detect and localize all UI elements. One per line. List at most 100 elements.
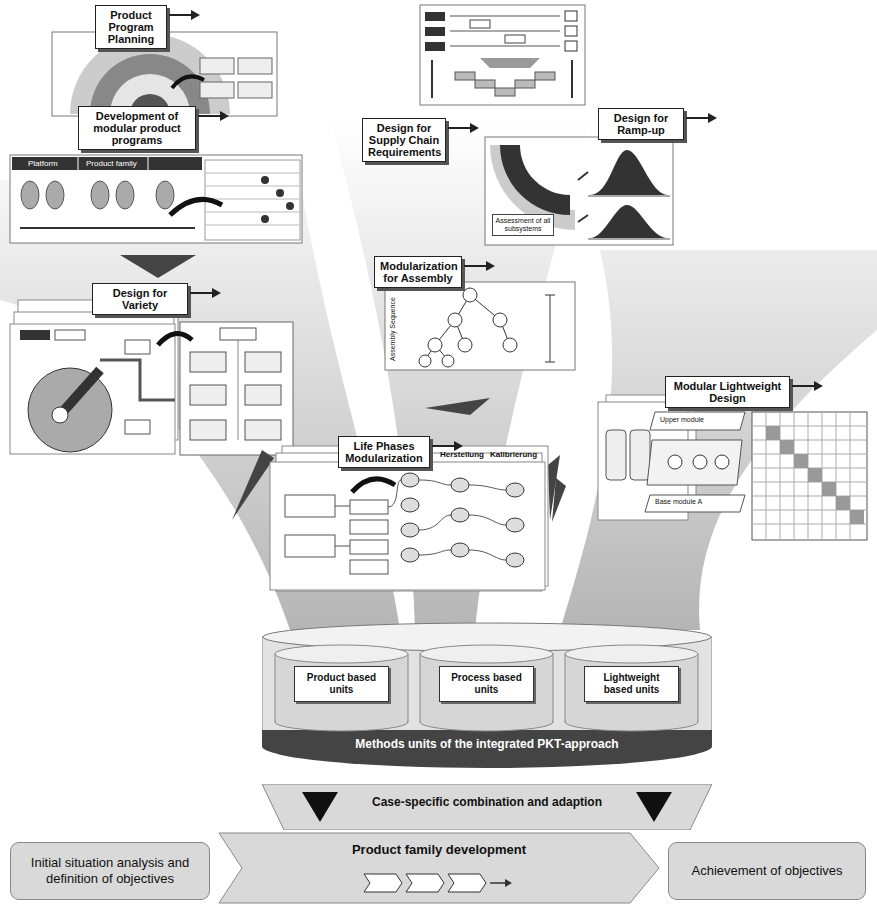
- banner-arrow: [686, 112, 718, 124]
- banner-arrow: [448, 122, 480, 134]
- illustration-rect: [495, 88, 515, 96]
- method-database: Methods units of the integrated PKT-appr…: [262, 622, 712, 772]
- node-text: Case-specific combination and adaption: [262, 784, 712, 820]
- flow-triangle: [120, 255, 196, 278]
- illustration-rect: [200, 58, 234, 74]
- arrow-head: [212, 288, 221, 298]
- illustration-path: [172, 76, 204, 88]
- banner-arrow: [792, 380, 824, 392]
- illustration-line: [545, 362, 555, 363]
- illustration-line: [238, 340, 239, 440]
- illustration-rect: [455, 72, 475, 80]
- process-chevron: Product family development: [218, 832, 660, 904]
- illustration-rect: [285, 495, 335, 517]
- illustration-path: [352, 479, 395, 492]
- unit-body: [420, 654, 553, 722]
- illustration-line: [588, 239, 670, 240]
- illustration-path: [560, 250, 877, 630]
- method-banner: Product Program Planning: [95, 5, 167, 49]
- banner-arrow: [464, 260, 496, 272]
- arrow-line: [464, 265, 487, 267]
- arrow-line: [198, 115, 221, 117]
- illustration-rect: [565, 26, 577, 36]
- illustration-polygon: [480, 58, 540, 68]
- illustration-line: [545, 295, 555, 296]
- node-text: Product Program Planning: [101, 9, 161, 45]
- flow-triangle: [552, 478, 566, 522]
- banner-arrow: [190, 287, 222, 299]
- illustration-path: [500, 145, 570, 215]
- funnel-rays: [0, 120, 877, 630]
- illustration-line: [335, 546, 350, 547]
- illustration-rect: [10, 324, 175, 454]
- down-triangle: [636, 792, 672, 822]
- illustration-line: [578, 215, 588, 222]
- illustration-circle: [442, 355, 454, 367]
- illustration-ellipse: [506, 518, 524, 532]
- illustration-rect: [808, 468, 822, 482]
- illustration-path: [590, 205, 668, 238]
- illustration-circle: [286, 202, 294, 210]
- illustration-line: [78, 157, 79, 170]
- illustration-path: [158, 334, 192, 345]
- illustration-circle: [463, 288, 477, 302]
- thumb-supply-chain: [420, 5, 585, 105]
- illustration-path: [650, 412, 745, 430]
- illustration-line: [335, 506, 350, 507]
- illustration-rect: [470, 20, 490, 28]
- arrow-head: [814, 381, 823, 391]
- illustration-rect: [190, 352, 226, 372]
- illustration-ellipse: [46, 181, 64, 209]
- illustration-rect: [850, 510, 864, 524]
- illustration-line: [550, 295, 551, 362]
- illustration-rect: [385, 282, 575, 370]
- illustration-circle: [261, 176, 269, 184]
- step-arrow: [490, 882, 506, 884]
- unit-top: [420, 645, 553, 663]
- illustration-circle: [503, 338, 517, 352]
- illustration-circle: [458, 338, 472, 352]
- illustration-rect: [350, 520, 388, 534]
- cylinder-band: [262, 730, 712, 768]
- node-text: Product based units: [294, 666, 389, 702]
- illustration-path: [590, 150, 668, 195]
- method-banner: Modular Lightweight Design: [665, 376, 790, 408]
- node-text: Product family development: [258, 832, 620, 858]
- illustration-rect: [285, 535, 335, 557]
- method-banner: Design for Supply Chain Requirements: [362, 118, 446, 162]
- illustration-rect: [752, 412, 867, 540]
- illustration-line: [450, 16, 560, 17]
- illustration-line: [794, 412, 795, 540]
- illustration-rect: [12, 157, 202, 170]
- arrow-head: [470, 123, 479, 133]
- illustration-ellipse: [451, 543, 469, 557]
- illustration-rect: [125, 340, 150, 354]
- unit-cylinder: Product based units: [274, 644, 409, 732]
- banner-arrow: [198, 110, 230, 122]
- illustration-ellipse: [116, 181, 134, 209]
- method-banner: Modularization for Assembly: [374, 256, 462, 288]
- illustration-rect: [505, 35, 525, 43]
- unit-body: [565, 654, 698, 722]
- arrow-head: [454, 441, 463, 451]
- arrow-line: [432, 445, 455, 447]
- node-text: Modular Lightweight Design: [671, 380, 784, 404]
- illustration-line: [148, 157, 149, 170]
- illustration-rect: [10, 155, 302, 243]
- illustration-circle: [261, 215, 269, 223]
- illustration-ellipse: [506, 553, 524, 567]
- illustration-rect: [245, 420, 281, 440]
- illustration-rect: [475, 80, 495, 88]
- chevron-shape: [219, 833, 659, 903]
- illustration-ellipse: [401, 473, 419, 487]
- illustration-path: [388, 480, 506, 560]
- thumb-assembly: [385, 282, 575, 370]
- node-text: Design for Ramp-up: [604, 112, 678, 136]
- illustration-line: [205, 212, 300, 213]
- unit-body: [275, 654, 408, 722]
- illustration-rect: [350, 500, 388, 514]
- down-triangle: [302, 792, 338, 822]
- illustration-ellipse: [156, 181, 174, 209]
- thumbnail-label: Assessment of all subsystems: [492, 214, 554, 236]
- arrow-line: [169, 14, 192, 16]
